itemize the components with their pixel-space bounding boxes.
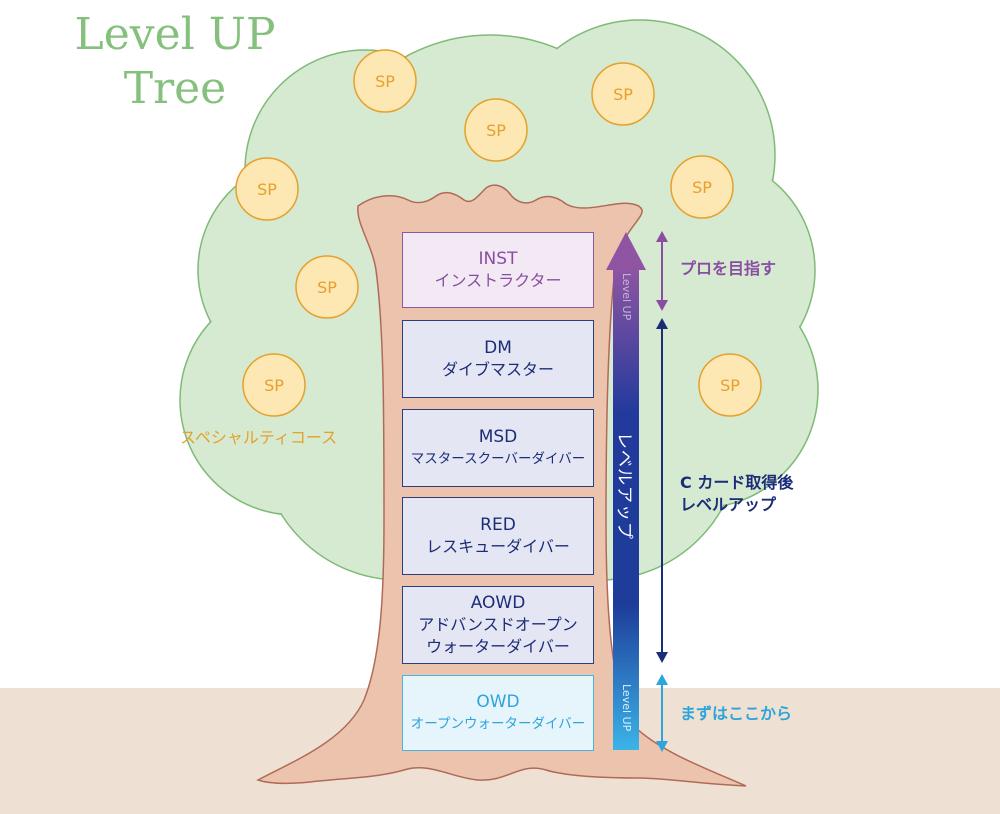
sp-badge-label: SP <box>264 376 284 395</box>
ccard-label-line-2: レベルアップ <box>680 495 777 514</box>
arrow-top-label: Level UP <box>620 273 633 321</box>
level-code: INST <box>478 249 518 269</box>
sp-badge-label: SP <box>375 72 395 91</box>
sp-badge-icon: SP <box>295 255 359 319</box>
sp-badge-label: SP <box>317 278 337 297</box>
title-line-2: Tree <box>123 63 227 114</box>
level-code: MSD <box>478 427 518 447</box>
specialty-course-label: スペシャルティコース <box>180 428 338 447</box>
level-box-msd: MSD マスタースクーバーダイバー <box>402 409 594 487</box>
sp-badge-icon: SP <box>591 62 655 126</box>
ccard-range-arrow <box>656 318 668 663</box>
title-line-1: Level UP <box>74 9 276 60</box>
sp-badge-icon: SP <box>353 49 417 113</box>
level-box-owd: OWD オープンウォーターダイバー <box>402 675 594 751</box>
level-box-aowd: AOWD アドバンスドオープン ウォーターダイバー <box>402 586 594 664</box>
ccard-label: C カード取得後 レベルアップ <box>680 472 793 516</box>
level-box-inst: INST インストラクター <box>402 232 594 308</box>
level-box-red: RED レスキューダイバー <box>402 497 594 575</box>
pro-label: プロを目指す <box>680 259 777 278</box>
level-name: インストラクター <box>434 271 562 290</box>
sp-badge-icon: SP <box>670 155 734 219</box>
sp-badges: SP SP SP SP SP SP SP SP <box>235 49 762 417</box>
level-name: アドバンスドオープン <box>418 615 578 634</box>
sp-badge-label: SP <box>692 178 712 197</box>
level-code: OWD <box>476 692 520 712</box>
sp-badge-icon: SP <box>235 157 299 221</box>
pro-range-arrow <box>656 231 668 311</box>
start-label: まずはここから <box>680 704 793 723</box>
level-code: DM <box>484 338 512 358</box>
level-code: RED <box>480 515 516 535</box>
level-name-line-2: ウォーターダイバー <box>426 637 570 656</box>
arrow-main-label: レベルアップ <box>614 432 634 540</box>
level-name: マスタースクーバーダイバー <box>410 451 586 467</box>
ccard-label-line-1: C カード取得後 <box>680 473 794 492</box>
page-title: Level UP Tree <box>40 8 310 116</box>
arrow-bottom-label: Level UP <box>620 684 633 732</box>
sp-badge-icon: SP <box>464 98 528 162</box>
level-up-arrow <box>606 232 646 750</box>
sp-badge-label: SP <box>486 121 506 140</box>
level-name: レスキューダイバー <box>426 537 570 556</box>
sp-badge-icon: SP <box>242 353 306 417</box>
sp-badge-label: SP <box>720 376 740 395</box>
sp-badge-label: SP <box>257 180 277 199</box>
level-box-dm: DM ダイブマスター <box>402 320 594 398</box>
start-range-arrow <box>656 674 668 752</box>
sp-badge-label: SP <box>613 85 633 104</box>
level-name: ダイブマスター <box>441 360 554 379</box>
sp-badge-icon: SP <box>698 353 762 417</box>
level-name: オープンウォーターダイバー <box>410 716 586 732</box>
level-code: AOWD <box>470 593 526 613</box>
